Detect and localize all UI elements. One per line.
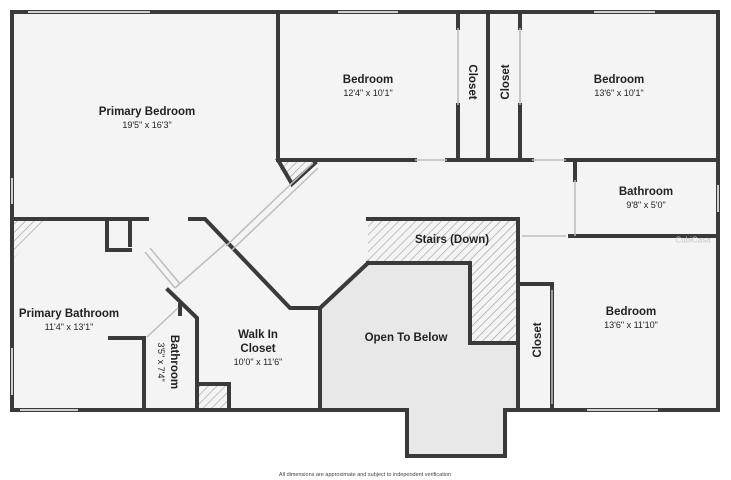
hatch-corner-upper xyxy=(280,162,312,180)
room-small-bathroom: Bathroom 3'5" x 7'4" xyxy=(155,335,181,389)
disclaimer: All dimensions are approximate and subje… xyxy=(278,472,452,478)
room-name: Closet xyxy=(500,64,512,100)
room-walk-in-closet: Walk In Closet 10'0" x 11'6" xyxy=(234,328,283,368)
room-open-to-below: Open To Below xyxy=(365,331,448,345)
room-name: Closet xyxy=(466,64,478,100)
room-name: Bathroom xyxy=(618,186,674,198)
room-closet-1: Closet xyxy=(465,64,479,99)
stairs-hatch xyxy=(368,219,518,343)
room-name: Primary Bedroom xyxy=(98,106,196,118)
room-bathroom: Bathroom 9'8" x 5'0" xyxy=(619,185,673,211)
room-dims: 13'6" x 11'10" xyxy=(604,320,658,330)
room-name: Primary Bathroom xyxy=(18,308,120,320)
room-name: Bedroom xyxy=(342,74,394,86)
room-name: Closet xyxy=(532,322,544,358)
room-closet-3: Closet xyxy=(531,322,545,357)
wall xyxy=(366,217,520,286)
door-swing xyxy=(146,307,179,338)
room-bedroom-1: Bedroom 12'4" x 10'1" xyxy=(343,73,393,99)
wall xyxy=(366,261,520,345)
floor-area xyxy=(12,12,718,456)
room-bedroom-3: Bedroom 13'6" x 11'10" xyxy=(604,305,658,331)
wall xyxy=(165,287,199,412)
door-swing xyxy=(144,251,176,289)
door-swing xyxy=(231,167,319,251)
room-bedroom-2: Bedroom 13'6" x 10'1" xyxy=(594,73,644,99)
room-name-line2: Closet xyxy=(240,343,276,355)
room-name: Bedroom xyxy=(593,74,645,86)
hatch-corner-bottom xyxy=(198,386,227,408)
door-swing xyxy=(149,247,181,285)
room-name: Bedroom xyxy=(605,306,657,318)
room-dims: 12'4" x 10'1" xyxy=(343,88,393,98)
door-swing xyxy=(225,162,314,247)
room-name-line1: Walk In xyxy=(238,329,278,341)
wall xyxy=(108,336,146,412)
hatch-corner-left xyxy=(14,220,48,258)
room-primary-bathroom: Primary Bathroom 11'4" x 13'1" xyxy=(19,307,119,333)
room-name: Bathroom xyxy=(168,334,180,390)
room-name: Open To Below xyxy=(364,332,448,344)
room-dims: 9'8" x 5'0" xyxy=(626,200,666,210)
watermark: CubiCasa xyxy=(675,235,711,245)
wall xyxy=(188,217,322,310)
room-dims: 19'5" x 16'3" xyxy=(122,120,172,130)
room-stairs: Stairs (Down) xyxy=(415,233,489,247)
wall xyxy=(105,220,132,252)
room-dims: 13'6" x 10'1" xyxy=(594,88,644,98)
room-name: Stairs (Down) xyxy=(414,234,490,246)
room-dims: 11'4" x 13'1" xyxy=(44,322,94,332)
room-closet-2: Closet xyxy=(499,64,513,99)
room-dims: 10'0" x 11'6" xyxy=(233,357,283,367)
room-primary-bedroom: Primary Bedroom 19'5" x 16'3" xyxy=(99,105,196,131)
room-dims: 3'5" x 7'4" xyxy=(156,342,166,382)
door-swing xyxy=(174,243,226,289)
